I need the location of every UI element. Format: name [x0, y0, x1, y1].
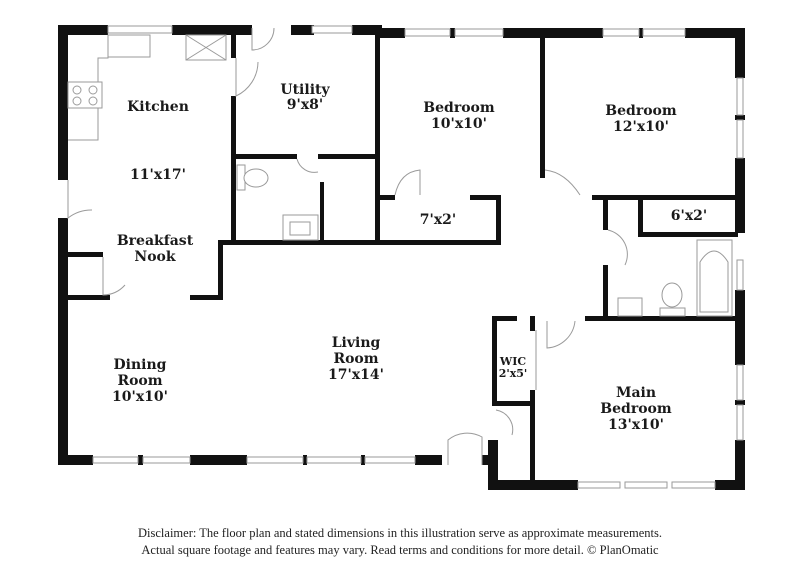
- breakfast-nook-label-1: Breakfast: [116, 233, 194, 249]
- main-bedroom-label-2: Bedroom: [600, 401, 672, 417]
- kitchen-dims: 11'x17': [130, 167, 186, 183]
- bedroom-1-dims: 10'x10': [431, 116, 487, 132]
- dining-room-label-2: Room: [117, 373, 163, 389]
- bedroom-2-dims: 12'x10': [613, 119, 669, 135]
- walls: [58, 25, 745, 490]
- wic-dims: 2'x5': [498, 367, 528, 380]
- bedroom-2-label: Bedroom: [605, 103, 677, 119]
- breakfast-nook-label-2: Nook: [134, 249, 176, 265]
- living-room-label-1: Living: [331, 335, 381, 351]
- kitchen-label: Kitchen: [127, 99, 189, 115]
- wic-label: WIC: [499, 355, 527, 368]
- disclaimer-line-1: Disclaimer: The floor plan and stated di…: [138, 526, 662, 540]
- living-room-label-2: Room: [333, 351, 379, 367]
- disclaimer-line-2: Actual square footage and features may v…: [141, 543, 659, 557]
- closet-2-dims: 6'x2': [670, 208, 708, 224]
- living-room-dims: 17'x14': [328, 367, 384, 383]
- disclaimer: Disclaimer: The floor plan and stated di…: [0, 525, 800, 559]
- dining-room-label-1: Dining: [113, 357, 167, 373]
- dining-room-dims: 10'x10': [112, 389, 168, 405]
- main-bedroom-label-1: Main: [615, 385, 657, 401]
- utility-dims: 9'x8': [286, 97, 324, 113]
- main-bedroom-dims: 13'x10': [608, 417, 664, 433]
- fixtures: [67, 25, 744, 489]
- utility-label: Utility: [280, 82, 330, 98]
- closet-1-dims: 7'x2': [419, 212, 457, 228]
- bedroom-1-label: Bedroom: [423, 100, 495, 116]
